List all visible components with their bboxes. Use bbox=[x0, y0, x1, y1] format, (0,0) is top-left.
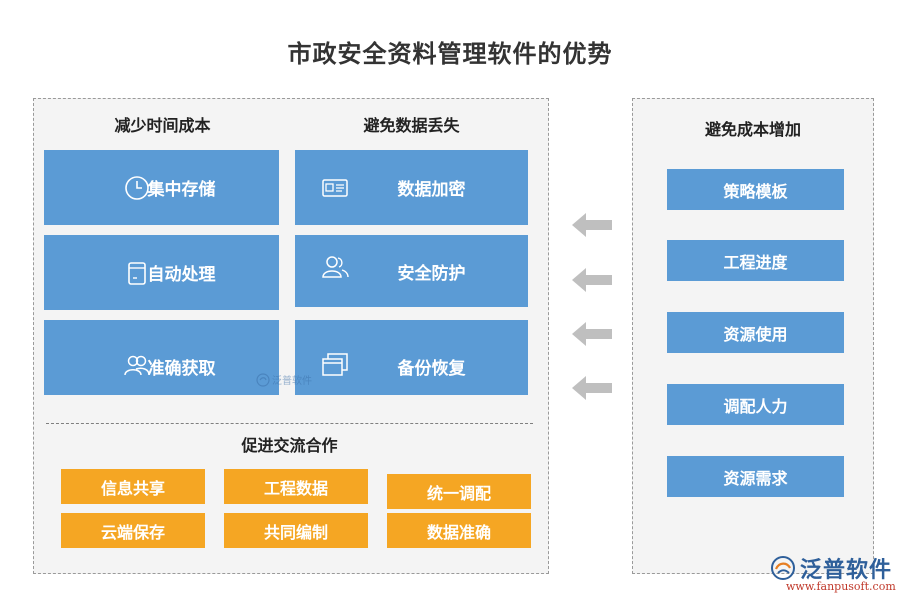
card-label: 数据加密 bbox=[397, 180, 466, 200]
watermark: 泛普软件 bbox=[256, 372, 312, 387]
id-card-icon bbox=[320, 173, 350, 203]
right-item: 资源使用 bbox=[667, 312, 844, 353]
users-icon bbox=[122, 350, 152, 380]
clock-icon bbox=[122, 173, 152, 203]
logo-text: 泛普软件 bbox=[800, 558, 893, 583]
card-label: 安全防护 bbox=[397, 263, 466, 284]
logo-url: www.fanpusoft.com bbox=[786, 580, 896, 593]
orange-item: 共同编制 bbox=[224, 513, 368, 548]
right-header: 避免成本增加 bbox=[704, 120, 801, 139]
col1-header: 减少时间成本 bbox=[114, 116, 211, 135]
card-label: 准确获取 bbox=[147, 359, 216, 379]
card-label: 备份恢复 bbox=[397, 359, 466, 379]
left-arrow-icon bbox=[572, 266, 614, 294]
orange-item: 数据准确 bbox=[387, 513, 531, 548]
right-item: 工程进度 bbox=[667, 240, 844, 281]
right-item: 策略模板 bbox=[667, 169, 844, 210]
person-icon bbox=[320, 252, 350, 282]
orange-item: 工程数据 bbox=[224, 469, 368, 504]
document-icon bbox=[122, 258, 152, 288]
windows-stack-icon bbox=[320, 350, 350, 380]
left-arrow-icon bbox=[572, 320, 614, 348]
card-label: 自动处理 bbox=[147, 265, 216, 285]
left-arrow-icon bbox=[572, 211, 614, 239]
logo-mark-icon bbox=[256, 372, 270, 387]
right-item: 资源需求 bbox=[667, 456, 844, 497]
page-title: 市政安全资料管理软件的优势 bbox=[287, 40, 613, 68]
card-centralized-storage: 集中存储 bbox=[44, 150, 279, 225]
right-item: 调配人力 bbox=[667, 384, 844, 425]
col2-header: 避免数据丢失 bbox=[363, 116, 460, 135]
orange-item: 云端保存 bbox=[61, 513, 205, 548]
orange-item: 统一调配 bbox=[387, 474, 531, 509]
card-data-encryption: 数据加密 bbox=[295, 150, 528, 225]
card-backup-recovery: 备份恢复 bbox=[295, 320, 528, 395]
section-divider bbox=[46, 423, 533, 424]
card-security-protection: 安全防护 bbox=[295, 235, 528, 307]
card-auto-processing: 自动处理 bbox=[44, 235, 279, 310]
bottom-header: 促进交流合作 bbox=[241, 436, 338, 455]
left-arrow-icon bbox=[572, 374, 614, 402]
card-label: 集中存储 bbox=[147, 180, 216, 200]
orange-item: 信息共享 bbox=[61, 469, 205, 504]
logo-mark-icon bbox=[771, 556, 795, 580]
watermark-text: 泛普软件 bbox=[272, 376, 312, 387]
card-accurate-retrieval: 准确获取 bbox=[44, 320, 279, 395]
brand-logo: 泛普软件 bbox=[770, 552, 892, 584]
